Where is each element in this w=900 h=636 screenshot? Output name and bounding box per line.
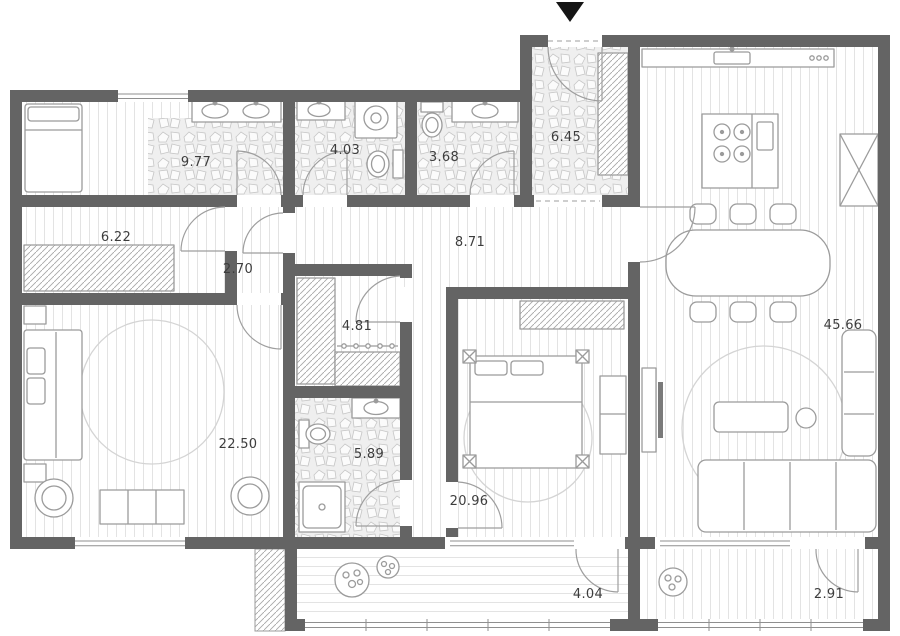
pillow-icon [27, 106, 80, 122]
furniture-bedroom-left [23, 305, 270, 525]
area-labels: 9.77 4.03 3.68 6.45 6.22 2.70 8.71 4.81 … [101, 130, 862, 602]
room-area-label-bathroom-2: 3.68 [429, 150, 459, 165]
bed-icon [24, 103, 83, 193]
sink-icon [471, 103, 499, 119]
room-area-label-vestibule: 2.70 [223, 262, 253, 277]
tv-console-icon [641, 367, 657, 453]
chair-icon [689, 203, 797, 323]
nightstand-icon [23, 305, 47, 325]
room-area-label-balcony-right: 2.91 [814, 587, 844, 602]
room-area-label-living-kitchen: 45.66 [824, 318, 863, 333]
sink-icon [242, 103, 270, 119]
wardrobe-icon [519, 300, 625, 330]
floor-vestibule [237, 207, 283, 293]
furniture-layer [23, 46, 879, 598]
plant-icon [658, 567, 688, 597]
pillow-icon [26, 377, 46, 405]
furniture-bathroom-3 [298, 397, 401, 533]
toilet-icon [420, 101, 444, 113]
sofa-icon [841, 329, 877, 457]
coffee-table-icon [713, 401, 789, 433]
pillow-icon [26, 347, 46, 375]
dresser-icon [599, 375, 627, 455]
furniture-utility-bedroom [24, 99, 282, 193]
nightstand-icon [23, 463, 47, 483]
walls [10, 35, 890, 631]
window-icon [118, 90, 188, 102]
furniture-living-kitchen [641, 46, 879, 533]
furniture-bathroom-1 [296, 97, 404, 179]
room-area-label-wardrobe-room: 6.22 [101, 230, 131, 245]
furniture-wardrobe-room [23, 244, 175, 292]
room-area-label-entry-hall: 6.45 [551, 130, 581, 145]
furniture-entry-hall [597, 52, 629, 176]
side-table-icon [795, 407, 817, 429]
wardrobe-icon [23, 244, 175, 292]
room-area-label-bathroom-3: 5.89 [354, 447, 384, 462]
furniture-bathroom-2 [420, 99, 519, 138]
room-area-label-balcony-left: 4.04 [573, 587, 603, 602]
bed-icon [469, 355, 583, 469]
canopy-post-icon [462, 349, 590, 469]
furniture-walk-in-closet [296, 277, 401, 387]
doors [180, 46, 859, 593]
toilet-icon [392, 149, 404, 179]
pillow-icon [474, 360, 508, 376]
exterior-hatch-strip [254, 548, 286, 632]
sink-icon [201, 103, 229, 119]
room-area-label-bedroom-middle: 20.96 [450, 494, 489, 509]
shelving-icon [334, 351, 401, 387]
room-area-label-walk-in-closet: 4.81 [342, 319, 372, 334]
floor-utility-tile [148, 118, 283, 195]
floor-corridor-strip [412, 264, 446, 537]
room-area-label-bedroom-left: 22.50 [219, 437, 258, 452]
pillow-icon [510, 360, 544, 376]
windows [75, 90, 863, 631]
shelving-icon [296, 277, 336, 385]
sink-icon [307, 102, 331, 118]
sink-icon [363, 400, 389, 416]
dining-table-icon [665, 229, 831, 297]
furniture-balconies [334, 555, 688, 598]
furniture-bedroom-middle [462, 300, 627, 503]
room-area-label-corridor: 8.71 [455, 235, 485, 250]
entrance-arrow-icon [556, 2, 584, 22]
sofa-icon [697, 459, 877, 533]
kitchen-sink-icon [713, 51, 751, 65]
tv-icon [658, 382, 663, 438]
wardrobe-icon [597, 52, 629, 176]
room-area-label-bathroom-1: 4.03 [330, 143, 360, 158]
room-area-label-utility-bedroom: 9.77 [181, 155, 211, 170]
thresholds [536, 40, 602, 202]
dresser-icon [99, 489, 185, 525]
